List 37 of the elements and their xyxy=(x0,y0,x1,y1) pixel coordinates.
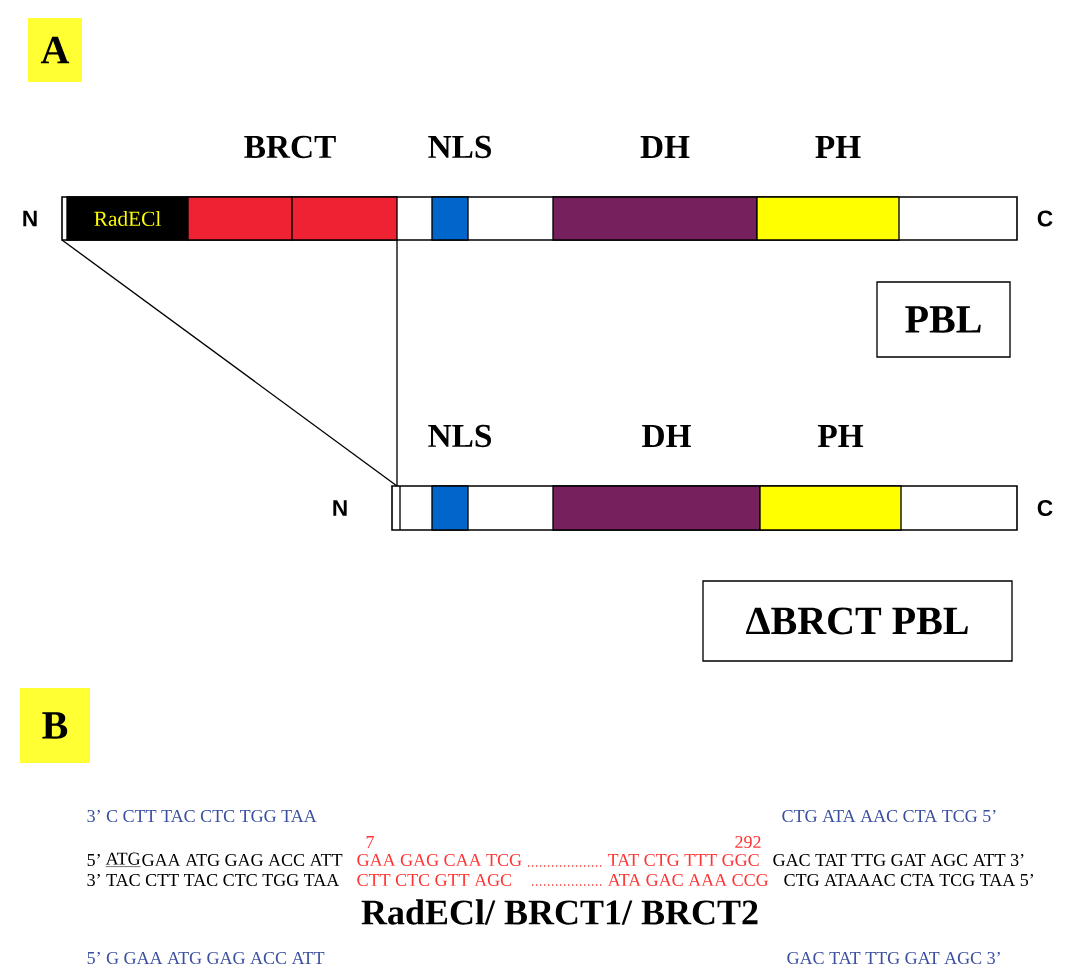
sequence-text: GAA ATG GAG ACC ATT xyxy=(142,853,343,867)
domain-segment xyxy=(187,196,293,241)
sequence-text: 7 xyxy=(366,836,374,848)
construct-title: RadECl/ BRCT1/ BRCT2 xyxy=(361,899,758,925)
terminus-label: N xyxy=(23,210,37,227)
sequence-text: TAT CTG TTT GGC xyxy=(607,853,759,867)
domain-label: NLS xyxy=(428,424,491,448)
domain-label: DH xyxy=(640,136,690,158)
domain-label: PH xyxy=(815,136,861,158)
domain-label: PH xyxy=(817,425,864,447)
sequence-text: CTG ATAAAC CTA TCG TAA 5’ xyxy=(784,873,1033,887)
terminus-label: C xyxy=(1037,499,1053,517)
mapping-line xyxy=(61,239,398,487)
sequence-text: 292 xyxy=(735,835,761,849)
terminus-label: C xyxy=(1037,210,1053,227)
domain-label: NLS xyxy=(428,135,491,159)
sequence-text: 5’ xyxy=(87,853,100,867)
start-codon: ATG xyxy=(105,852,141,867)
sequence-text: GAC TAT TTG GAT AGC ATT 3’ xyxy=(773,853,1024,867)
domain-label: BRCT xyxy=(244,135,336,159)
name-box: ΔBRCT PBL xyxy=(702,580,1013,662)
sequence-text: CTT CTC GTT AGC xyxy=(357,873,512,887)
panel-letter: A xyxy=(28,18,82,82)
sequence-text: 5’ G GAA ATG GAG ACC ATT xyxy=(87,951,325,965)
name-box: PBL xyxy=(876,281,1011,358)
mapping-line xyxy=(396,239,398,487)
sequence-text: CTG ATA AAC CTA TCG 5’ xyxy=(782,809,996,823)
panel-letter: B xyxy=(20,688,90,763)
sequence-text: GAA GAG CAA TCG xyxy=(357,853,522,867)
sequence-text: ATA GAC AAA CCG xyxy=(607,873,769,887)
sequence-text: GAC TAT TTG GAT AGC 3’ xyxy=(787,951,1000,965)
domain-label: DH xyxy=(642,425,691,447)
domain-segment xyxy=(291,196,398,241)
terminus-label: N xyxy=(333,500,347,516)
domain-segment: RadECl xyxy=(66,196,189,241)
sequence-text: 3’ C CTT TAC CTC TGG TAA xyxy=(87,809,317,823)
sequence-text: 3’ TAC CTT TAC CTC TGG TAA xyxy=(87,873,340,887)
